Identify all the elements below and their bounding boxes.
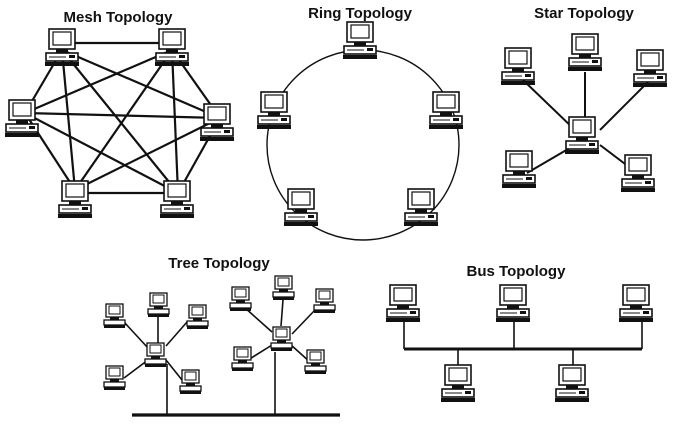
tree-computer-icon xyxy=(272,275,295,301)
ring-computer-icon xyxy=(256,91,292,130)
tree-computer-icon xyxy=(231,346,254,372)
mesh-computer-icon xyxy=(57,180,93,219)
tree-title: Tree Topology xyxy=(168,255,270,272)
ring-computer-icon xyxy=(342,21,378,60)
bus-links xyxy=(403,322,643,365)
tree-computer-icon xyxy=(186,304,209,330)
star-hub-icon xyxy=(564,116,600,155)
bus-computer-icon xyxy=(554,364,590,403)
tree-topology: Tree Topology xyxy=(103,255,340,417)
tree-computer-icon xyxy=(229,286,252,312)
star-computer-icon xyxy=(632,49,668,88)
bus-computer-icon xyxy=(385,284,421,323)
bus-computer-icon xyxy=(495,284,531,323)
mesh-topology: Mesh Topology xyxy=(4,9,235,219)
mesh-computer-icon xyxy=(44,28,80,67)
star-computer-icon xyxy=(620,154,656,193)
bus-title: Bus Topology xyxy=(467,263,567,280)
star-title: Star Topology xyxy=(534,5,634,22)
bus-computer-icon xyxy=(440,364,476,403)
tree-computer-icon xyxy=(103,303,126,329)
bus-computer-icon xyxy=(618,284,654,323)
bus-topology: Bus Topology xyxy=(385,263,654,403)
mesh-computer-icon xyxy=(154,28,190,67)
ring-title: Ring Topology xyxy=(308,5,413,22)
ring-topology: Ring Topology xyxy=(256,5,464,241)
tree-hub-icon xyxy=(144,342,167,368)
tree-computer-icon xyxy=(304,349,327,375)
ring-computer-icon xyxy=(428,91,464,130)
star-computer-icon xyxy=(501,150,537,189)
tree-computer-icon xyxy=(313,288,336,314)
mesh-computer-icon xyxy=(159,180,195,219)
star-computer-icon xyxy=(567,33,603,72)
tree-computer-icon xyxy=(103,365,126,391)
ring-computer-icon xyxy=(403,188,439,227)
star-computer-icon xyxy=(500,47,536,86)
mesh-computer-icon xyxy=(4,99,40,138)
mesh-title: Mesh Topology xyxy=(64,9,174,26)
star-topology: Star Topology xyxy=(500,5,668,193)
tree-computer-icon xyxy=(179,369,202,395)
tree-hub-icon xyxy=(270,326,293,352)
tree-computer-icon xyxy=(147,292,170,318)
ring-computer-icon xyxy=(283,188,319,227)
mesh-computer-icon xyxy=(199,103,235,142)
